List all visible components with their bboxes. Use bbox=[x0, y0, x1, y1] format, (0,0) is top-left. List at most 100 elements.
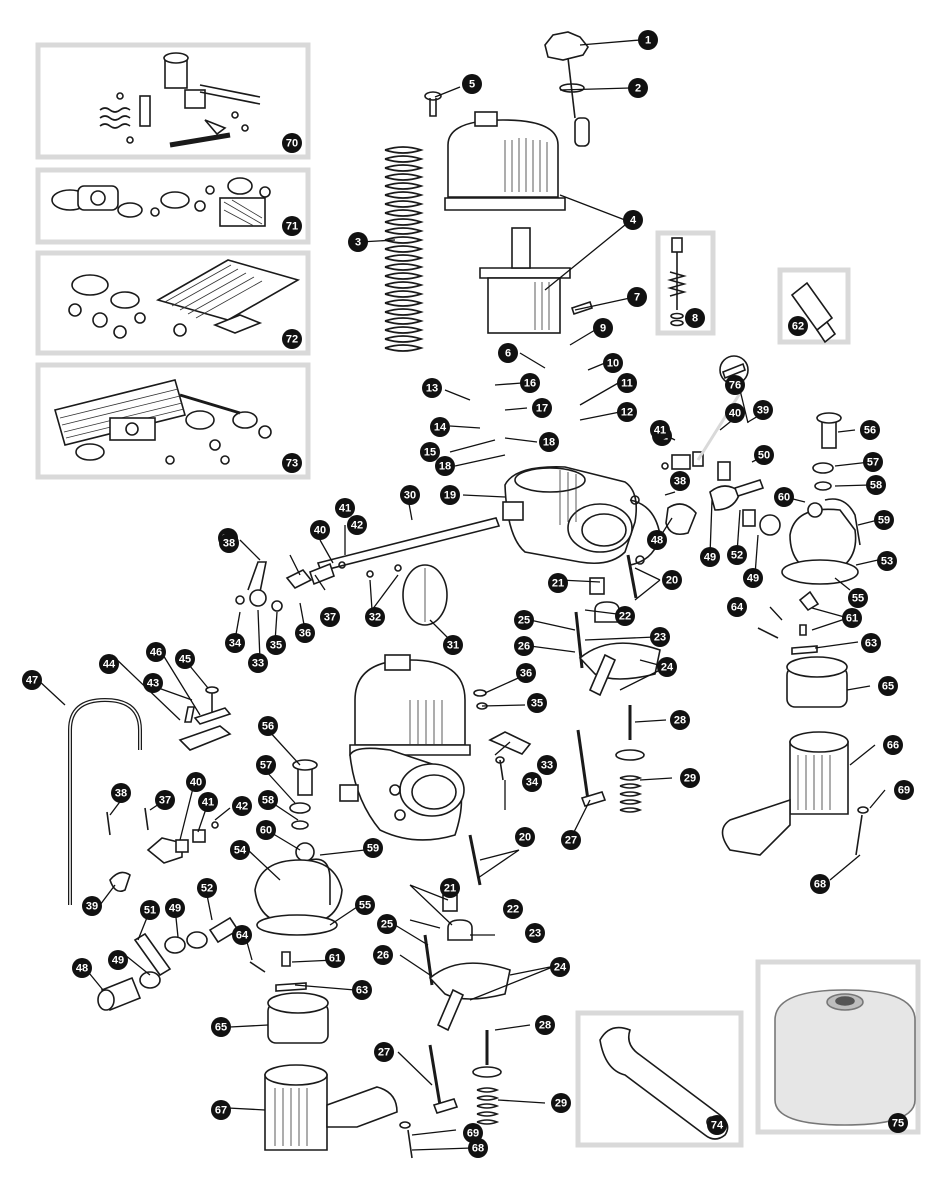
callout-number: 33 bbox=[541, 760, 553, 772]
callout-number: 2 bbox=[635, 83, 641, 95]
callout-number: 9 bbox=[600, 323, 606, 335]
damper-knob-part-1 bbox=[544, 31, 590, 147]
callout-badge-circle bbox=[365, 607, 385, 627]
callout-badge-41: 41 bbox=[198, 792, 218, 812]
callout-badge-circle bbox=[593, 318, 613, 338]
callout-badge-circle bbox=[883, 735, 903, 755]
callout-badge-circle bbox=[282, 329, 302, 349]
callout-badge-21: 21 bbox=[548, 573, 568, 593]
callout-badge-circle bbox=[877, 551, 897, 571]
callout-badge-27: 27 bbox=[561, 830, 581, 850]
callout-badge-circle bbox=[539, 432, 559, 452]
jet-assembly-lower bbox=[423, 894, 511, 1125]
callout-badge-circle bbox=[146, 642, 166, 662]
callout-badge-17: 17 bbox=[532, 398, 552, 418]
callout-number: 18 bbox=[439, 461, 451, 473]
callout-badge-38: 38 bbox=[219, 533, 239, 553]
callout-number: 39 bbox=[86, 901, 98, 913]
callout-badge-circle bbox=[680, 768, 700, 788]
callout-badge-24: 24 bbox=[657, 657, 677, 677]
callout-number: 54 bbox=[234, 845, 247, 857]
callout-badge-circle bbox=[725, 403, 745, 423]
callout-badge-29: 29 bbox=[680, 768, 700, 788]
callout-number: 23 bbox=[529, 928, 541, 940]
callout-badge-circle bbox=[863, 452, 883, 472]
callout-badge-circle bbox=[211, 1017, 231, 1037]
callout-badge-28: 28 bbox=[535, 1015, 555, 1035]
callout-number: 52 bbox=[201, 883, 213, 895]
callout-number: 30 bbox=[404, 490, 416, 502]
callout-badge-circle bbox=[310, 520, 330, 540]
callout-number: 69 bbox=[467, 1128, 479, 1140]
callout-badge-16: 16 bbox=[520, 373, 540, 393]
callout-badge-circle bbox=[623, 210, 643, 230]
callout-badge-circle bbox=[754, 445, 774, 465]
callout-badge-circle bbox=[498, 343, 518, 363]
callout-badge-40: 40 bbox=[310, 520, 330, 540]
callout-number: 72 bbox=[286, 334, 298, 346]
callout-badge-34: 34 bbox=[522, 772, 542, 792]
callout-badge-circle bbox=[232, 796, 252, 816]
callout-number: 47 bbox=[26, 675, 38, 687]
callout-number: 66 bbox=[887, 740, 899, 752]
callout-number: 49 bbox=[747, 573, 759, 585]
callout-badge-55: 55 bbox=[848, 588, 868, 608]
callout-number: 39 bbox=[757, 405, 769, 417]
callout-badge-circle bbox=[219, 533, 239, 553]
callout-number: 63 bbox=[356, 985, 368, 997]
callout-badge-8: 8 bbox=[685, 308, 705, 328]
callout-badge-circle bbox=[225, 633, 245, 653]
callout-number: 59 bbox=[878, 515, 890, 527]
callout-badge-25: 25 bbox=[377, 914, 397, 934]
callout-badge-23: 23 bbox=[525, 923, 545, 943]
callout-badge-circle bbox=[82, 896, 102, 916]
callout-badge-circle bbox=[440, 485, 460, 505]
overflow-pipe-part-47 bbox=[68, 697, 142, 905]
float-chamber-assembly-lower bbox=[249, 759, 413, 1159]
callout-badge-35: 35 bbox=[266, 635, 286, 655]
callout-badge-circle bbox=[258, 716, 278, 736]
callout-number: 34 bbox=[229, 638, 242, 650]
callout-badges: 1234567891011121314151617181819202021212… bbox=[22, 30, 914, 1158]
callout-number: 36 bbox=[299, 628, 311, 640]
callout-badge-circle bbox=[617, 373, 637, 393]
lever-part-33 bbox=[473, 689, 532, 781]
callout-badge-circle bbox=[727, 545, 747, 565]
callout-badge-circle bbox=[866, 475, 886, 495]
piston-spring-part-3 bbox=[384, 146, 424, 352]
callout-number: 18 bbox=[543, 437, 555, 449]
callout-badge-41: 41 bbox=[335, 498, 355, 518]
callout-badge-circle bbox=[503, 899, 523, 919]
callout-number: 22 bbox=[619, 611, 631, 623]
callout-badge-44: 44 bbox=[99, 654, 119, 674]
callout-number: 27 bbox=[565, 835, 577, 847]
callout-badge-48: 48 bbox=[72, 958, 92, 978]
callout-badge-circle bbox=[175, 649, 195, 669]
kit-box-73 bbox=[35, 362, 311, 480]
fuel-inlet-cluster-lower bbox=[97, 807, 240, 1012]
callout-badge-circle bbox=[99, 654, 119, 674]
callout-badge-circle bbox=[355, 895, 375, 915]
float-chamber-assembly-upper bbox=[721, 412, 869, 856]
callout-badge-circle bbox=[256, 820, 276, 840]
callout-badge-49: 49 bbox=[700, 547, 720, 567]
linkage-bracket-lower bbox=[178, 686, 232, 751]
callout-number: 37 bbox=[159, 795, 171, 807]
callout-badge-59: 59 bbox=[874, 510, 894, 530]
callout-badge-circle bbox=[878, 676, 898, 696]
callout-badge-circle bbox=[422, 378, 442, 398]
callout-number: 50 bbox=[758, 450, 770, 462]
callout-badge-10: 10 bbox=[603, 353, 623, 373]
callout-number: 34 bbox=[526, 777, 539, 789]
callout-number: 20 bbox=[666, 575, 678, 587]
callout-badge-26: 26 bbox=[514, 636, 534, 656]
callout-badge-circle bbox=[788, 316, 808, 336]
callout-number: 40 bbox=[729, 408, 741, 420]
throttle-lever-upper bbox=[235, 561, 402, 612]
callout-badge-59: 59 bbox=[363, 838, 383, 858]
callout-badge-48: 48 bbox=[647, 530, 667, 550]
callout-badge-40: 40 bbox=[186, 772, 206, 792]
callout-badge-circle bbox=[374, 1042, 394, 1062]
callout-badge-circle bbox=[522, 772, 542, 792]
callout-badge-25: 25 bbox=[514, 610, 534, 630]
